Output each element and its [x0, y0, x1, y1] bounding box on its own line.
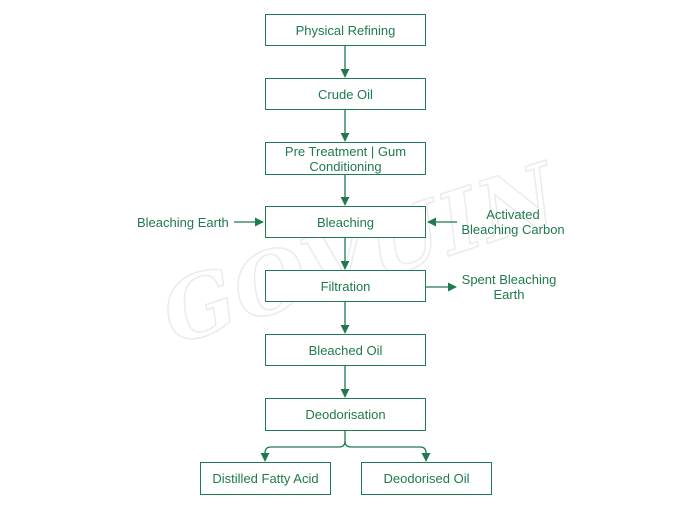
node-deodorisation: Deodorisation	[265, 398, 426, 431]
node-label: Bleaching	[316, 214, 375, 230]
node-physical-refining: Physical Refining	[265, 14, 426, 46]
label-activated-bleaching-carbon: Activated Bleaching Carbon	[461, 207, 565, 237]
node-crude-oil: Crude Oil	[265, 78, 426, 110]
split-connector-right	[344, 440, 431, 462]
node-bleaching: Bleaching	[265, 206, 426, 238]
node-label: Deodorised Oil	[383, 471, 470, 486]
node-label: Crude Oil	[318, 86, 373, 102]
node-label: Filtration	[320, 278, 371, 294]
split-connector	[260, 431, 346, 462]
node-label: Deodorisation	[305, 407, 386, 422]
node-bleached-oil: Bleached Oil	[265, 334, 426, 366]
label-bleaching-earth: Bleaching Earth	[137, 215, 229, 230]
node-label: Physical Refining	[295, 22, 396, 38]
node-distilled-fatty-acid: Distilled Fatty Acid	[200, 462, 331, 495]
node-deodorised-oil: Deodorised Oil	[361, 462, 492, 495]
label-spent-bleaching-earth: Spent Bleaching Earth	[461, 272, 557, 302]
node-pre-treatment: Pre Treatment | Gum Conditioning	[265, 142, 426, 175]
node-filtration: Filtration	[265, 270, 426, 302]
node-label: Bleached Oil	[308, 342, 383, 358]
node-label: Pre Treatment | Gum Conditioning	[284, 143, 407, 174]
node-label: Distilled Fatty Acid	[212, 471, 319, 486]
